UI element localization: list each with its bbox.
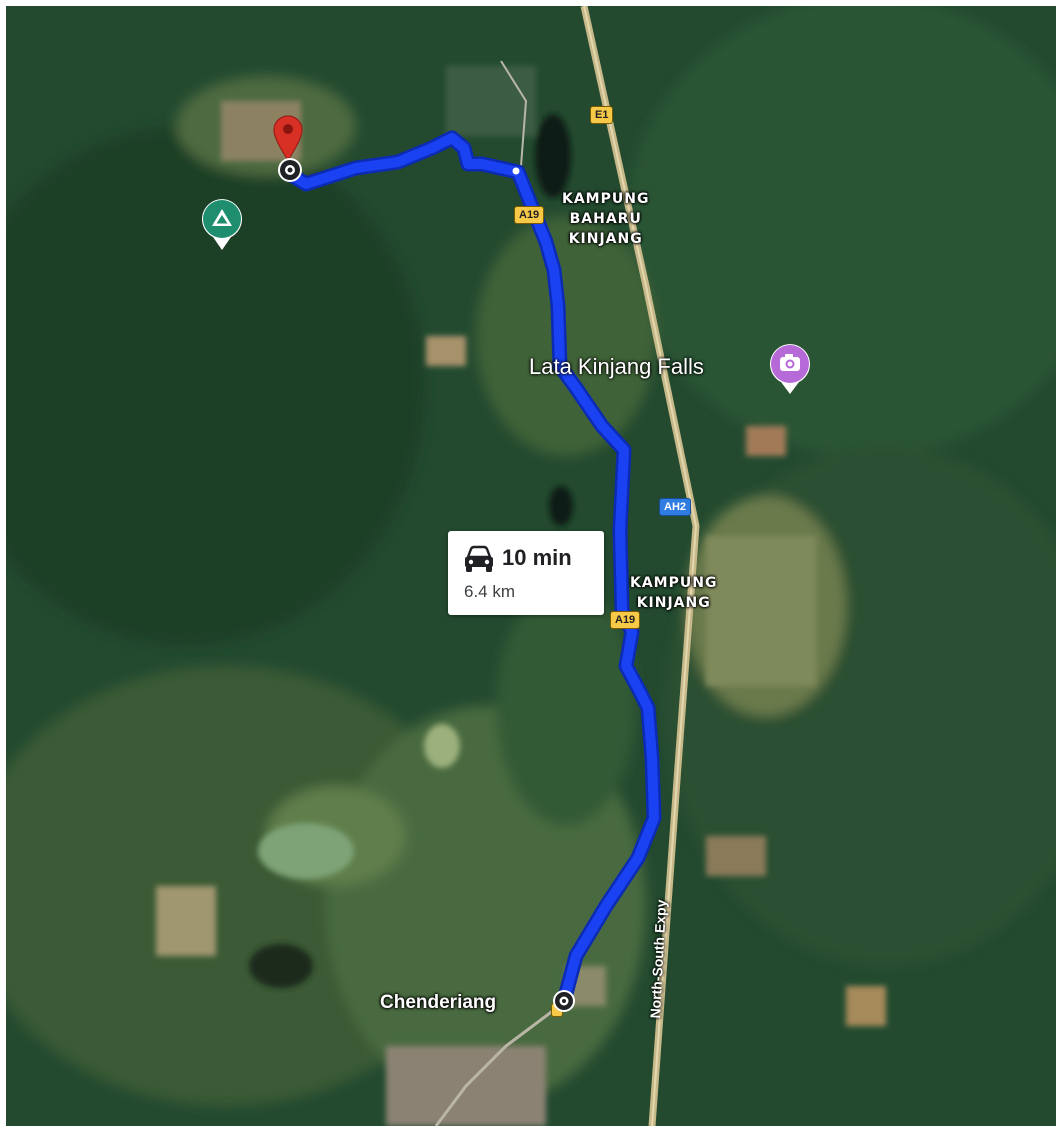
route-waypoint xyxy=(512,167,520,175)
map-view[interactable]: E1 A19 AH2 A19 KAMPUNG BAHARU KINJANG KA… xyxy=(6,6,1056,1126)
village-label-kampung-baharu-kinjang: KAMPUNG BAHARU KINJANG xyxy=(562,191,650,247)
camera-icon[interactable] xyxy=(767,342,813,396)
road-shield-ah2: AH2 xyxy=(659,498,692,516)
town-label-chenderiang[interactable]: Chenderiang xyxy=(380,992,497,1013)
route-distance: 6.4 km xyxy=(464,582,516,601)
route-line[interactable] xyxy=(282,130,662,1009)
village-label-kampung-kinjang: KAMPUNG KINJANG xyxy=(630,575,718,611)
red-pin-icon[interactable] xyxy=(272,114,304,162)
route-duration: 10 min xyxy=(502,545,572,570)
route-info-callout[interactable]: 10 min 6.4 km xyxy=(448,531,604,615)
route-start-marker-icon[interactable] xyxy=(551,988,577,1014)
road-shield-a19-north: A19 xyxy=(514,206,545,224)
car-icon xyxy=(465,545,493,572)
route-end-marker-icon[interactable] xyxy=(276,156,304,184)
campground-icon[interactable] xyxy=(199,196,245,252)
poi-label-lata-kinjang-falls[interactable]: Lata Kinjang Falls xyxy=(529,354,704,379)
road-shield-e1: E1 xyxy=(590,106,614,124)
road-shield-a19-south: A19 xyxy=(610,611,641,629)
